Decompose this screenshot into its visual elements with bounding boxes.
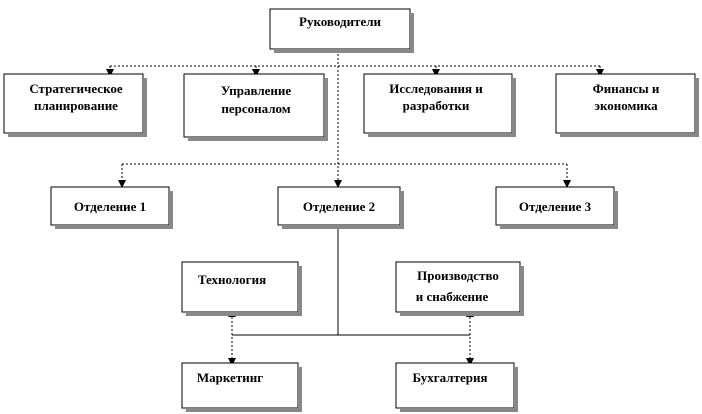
- node-finance-label-2: экономика: [594, 98, 658, 113]
- node-finance: Финансы и экономика: [555, 73, 699, 137]
- node-finance-label-1: Финансы и: [593, 81, 660, 96]
- node-rnd-label-2: разработки: [403, 98, 470, 113]
- node-rnd: Исследования и разработки: [363, 73, 516, 137]
- node-tech-label: Технология: [198, 272, 266, 287]
- node-hr: Управление персоналом: [183, 73, 328, 141]
- node-strategic-label-1: Стратегическое: [29, 81, 123, 96]
- node-accounting: Бухгалтерия: [395, 362, 518, 412]
- node-strategic-label-2: планирование: [34, 98, 118, 113]
- node-dept2: Отделение 2: [277, 186, 404, 229]
- node-hr-label-2: персоналом: [221, 101, 290, 116]
- node-marketing: Маркетинг: [181, 362, 302, 412]
- node-production: Производство и снабжение: [395, 261, 524, 316]
- node-tech: Технология: [181, 261, 302, 316]
- node-dept3-label: Отделение 3: [519, 199, 592, 214]
- node-top-label: Руководители: [299, 14, 382, 29]
- node-dept1: Отделение 1: [50, 186, 173, 229]
- node-strategic: Стратегическое планирование: [3, 73, 147, 137]
- node-accounting-label: Бухгалтерия: [413, 370, 488, 385]
- node-production-label-2: и снабжение: [416, 289, 489, 304]
- node-rnd-label-1: Исследования и: [389, 81, 483, 96]
- node-production-label-1: Производство: [417, 268, 499, 283]
- connectors: [106, 50, 604, 366]
- node-dept2-label: Отделение 2: [303, 199, 375, 214]
- node-dept1-label: Отделение 1: [74, 199, 146, 214]
- node-top: Руководители: [269, 8, 414, 53]
- node-marketing-label: Маркетинг: [197, 370, 263, 385]
- node-dept3: Отделение 3: [495, 186, 618, 229]
- node-hr-label-1: Управление: [221, 83, 292, 98]
